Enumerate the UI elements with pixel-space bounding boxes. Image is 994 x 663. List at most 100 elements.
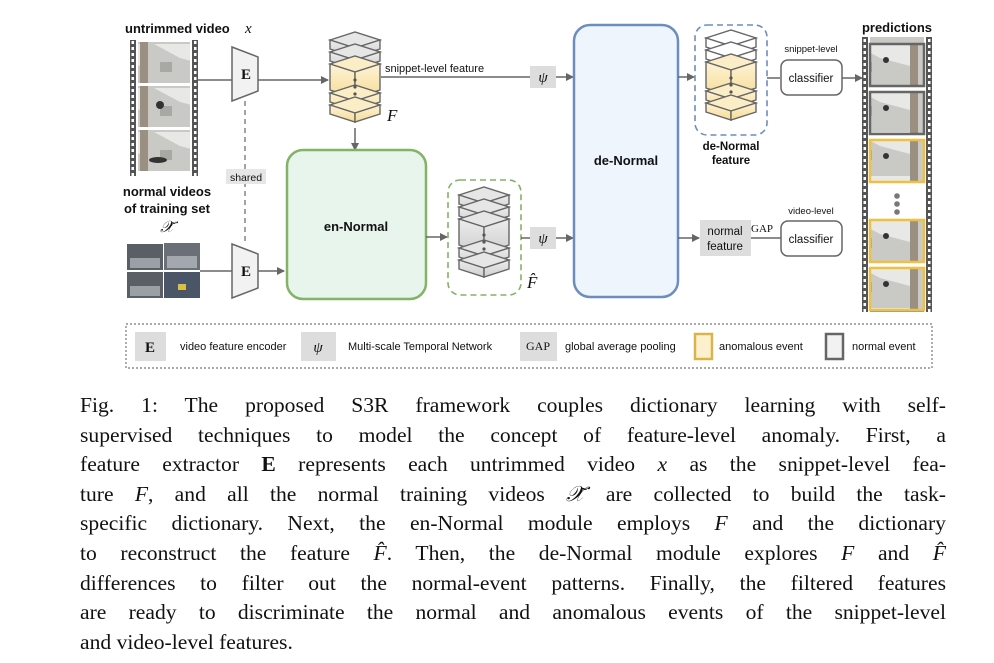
film-hole: [928, 297, 931, 300]
ellipsis-dot: [353, 78, 357, 82]
caption-line: differences to filter out the normal-eve…: [80, 570, 946, 595]
film-hole: [928, 111, 931, 114]
legend-label-normal: normal event: [852, 341, 916, 353]
feature-F-stack: [327, 31, 383, 123]
film-hole: [863, 291, 866, 294]
film-hole: [928, 177, 931, 180]
film-hole: [928, 231, 931, 234]
stack-block-face: [354, 104, 381, 123]
prediction-frame-anomalous: [868, 138, 926, 184]
film-hole: [863, 201, 866, 204]
film-hole: [863, 309, 866, 312]
film-hole: [863, 57, 866, 60]
film-hole: [928, 99, 931, 102]
de-normal-feature-stack: [703, 29, 759, 121]
caption-line: are ready to discriminate the normal and…: [80, 600, 946, 625]
film-hole: [131, 101, 134, 104]
film-hole: [928, 309, 931, 312]
svg-text:E: E: [241, 67, 251, 83]
film-hole: [928, 69, 931, 72]
film-hole: [928, 171, 931, 174]
feature-Fhat-symbol: F̂: [526, 273, 538, 292]
film-hole: [928, 135, 931, 138]
svg-text:normal: normal: [707, 226, 742, 238]
film-hole: [928, 189, 931, 192]
film-hole: [131, 113, 134, 116]
film-hole: [928, 285, 931, 288]
snippet-level-caption: snippet-level: [784, 44, 837, 55]
film-hole: [194, 143, 197, 146]
stack-block-face: [730, 102, 757, 121]
legend-swatch-anomalous: [693, 332, 714, 361]
film-hole: [194, 83, 197, 86]
film-hole: [194, 119, 197, 122]
film-hole: [863, 303, 866, 306]
film-hole: [131, 41, 134, 44]
feature-Fhat-stack: [456, 186, 512, 278]
film-hole: [863, 87, 866, 90]
film-hole: [863, 165, 866, 168]
film-hole: [863, 183, 866, 186]
film-hole: [194, 71, 197, 74]
predictions-title: predictions: [862, 20, 932, 35]
film-hole: [928, 213, 931, 216]
film-hole: [131, 161, 134, 164]
film-hole: [928, 201, 931, 204]
film-hole: [194, 101, 197, 104]
film-hole: [928, 273, 931, 276]
film-hole: [928, 45, 931, 48]
film-hole: [194, 41, 197, 44]
film-hole: [194, 137, 197, 140]
film-hole: [131, 77, 134, 80]
film-hole: [194, 77, 197, 80]
de-normal-module: de-Normal: [572, 23, 680, 299]
film-hole: [863, 75, 866, 78]
film-hole: [863, 279, 866, 282]
film-hole: [863, 213, 866, 216]
film-hole: [131, 53, 134, 56]
film-hole: [928, 147, 931, 150]
svg-text:feature: feature: [707, 241, 743, 253]
film-hole: [928, 105, 931, 108]
film-hole: [928, 93, 931, 96]
ellipsis-dot: [482, 240, 486, 244]
predictions-filmstrip: [862, 37, 932, 312]
film-hole: [863, 153, 866, 156]
svg-text:en-Normal: en-Normal: [324, 219, 388, 234]
normal-videos-label-2: of training set: [124, 201, 211, 216]
legend-label-encoder: video feature encoder: [180, 341, 287, 353]
svg-text:de-Normal: de-Normal: [594, 153, 658, 168]
film-hole: [928, 207, 931, 210]
film-hole: [928, 195, 931, 198]
film-hole: [863, 51, 866, 54]
svg-text:classifier: classifier: [789, 73, 834, 85]
film-hole: [928, 219, 931, 222]
caption-line: specific dictionary. Next, the en-Normal…: [80, 511, 946, 536]
film-hole: [863, 237, 866, 240]
film-hole: [928, 225, 931, 228]
ellipsis-dot: [353, 85, 357, 89]
de-normal-feature-label: de-Normal: [703, 141, 760, 153]
film-hole: [863, 39, 866, 42]
film-hole: [928, 87, 931, 90]
svg-text:classifier: classifier: [789, 234, 834, 246]
film-hole: [131, 143, 134, 146]
film-hole: [928, 63, 931, 66]
prediction-frame-anomalous: [868, 218, 926, 264]
shared-label: shared: [230, 172, 262, 184]
film-hole: [863, 273, 866, 276]
ellipsis-dot: [353, 92, 357, 96]
gap-label: GAP: [751, 223, 773, 235]
film-hole: [863, 219, 866, 222]
caption-line: feature extractor E represents each untr…: [80, 452, 947, 477]
film-hole: [131, 137, 134, 140]
film-hole: [863, 117, 866, 120]
film-hole: [194, 95, 197, 98]
film-hole: [863, 129, 866, 132]
film-hole: [863, 123, 866, 126]
film-hole: [131, 95, 134, 98]
film-hole: [863, 171, 866, 174]
normal-feature-box: [700, 220, 751, 256]
film-hole: [928, 51, 931, 54]
film-hole: [863, 285, 866, 288]
